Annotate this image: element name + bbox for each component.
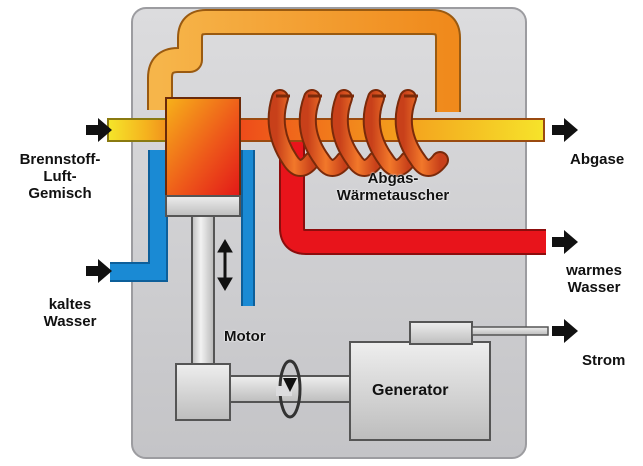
- engine-cylinder: [165, 97, 241, 197]
- fuel-inlet-pipe: [107, 118, 173, 142]
- piston-motion-icon: [217, 239, 233, 291]
- piston-rod: [191, 215, 215, 371]
- arrow-cold-water-in-icon: [86, 259, 112, 283]
- crankcase: [175, 363, 231, 421]
- heat-exchanger-coil: [267, 89, 449, 177]
- heat-exchanger-label: Abgas- Wärmetauscher: [336, 170, 450, 204]
- arrow-power-out-icon: [552, 319, 578, 343]
- generator-label: Generator: [372, 382, 449, 399]
- cold-water-label: kaltes Wasser: [43, 296, 97, 330]
- fuel-mix-label: Brennstoff- Luft- Gemisch: [19, 151, 101, 202]
- arrow-exhaust-out-icon: [552, 118, 578, 142]
- power-label: Strom: [582, 352, 626, 369]
- arrow-fuel-in-icon: [86, 118, 112, 142]
- motor-label: Motor: [224, 328, 266, 345]
- generator-body: [349, 341, 491, 441]
- arrow-warm-water-out-icon: [552, 230, 578, 254]
- warm-water-label: warmes Wasser: [566, 262, 622, 296]
- piston: [165, 195, 241, 217]
- rotation-icon: [276, 359, 302, 419]
- exhaust-label: Abgase: [570, 151, 625, 168]
- power-cable: [471, 326, 549, 336]
- generator-terminal: [409, 321, 473, 345]
